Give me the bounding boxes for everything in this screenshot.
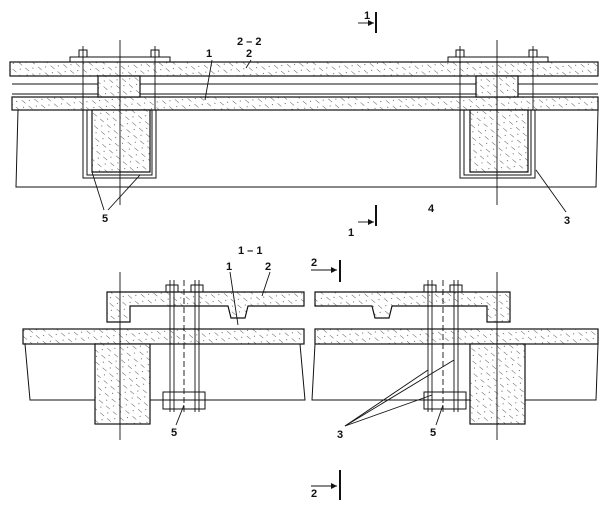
label-2: 2 <box>265 261 271 273</box>
label-4: 4 <box>428 203 435 215</box>
svg-text:1: 1 <box>348 227 354 239</box>
section-1-1: 1 – 1 1 2 3 5 5 2 2 <box>22 245 599 500</box>
svg-text:1: 1 <box>364 10 370 22</box>
label-5: 5 <box>102 213 108 225</box>
column-right <box>469 343 526 425</box>
lower-slab-left <box>22 328 305 345</box>
label-5: 5 <box>430 427 436 439</box>
rib-left <box>97 75 141 98</box>
bolts <box>78 46 538 110</box>
channel-right <box>469 109 529 173</box>
beam-outline <box>15 109 599 188</box>
column-left <box>94 343 151 425</box>
bolts <box>162 280 467 412</box>
cut-marker: 1 <box>348 205 377 239</box>
top-slab <box>9 61 599 77</box>
label-1: 1 <box>226 261 232 273</box>
label-2: 2 <box>246 48 252 60</box>
section-title: 2 – 2 <box>237 36 261 48</box>
cut-marker: 2 <box>311 257 341 282</box>
label-3: 3 <box>564 215 570 227</box>
upper-slab-right <box>314 291 511 323</box>
upper-slab-left <box>106 291 305 323</box>
section-2-2: 2 – 2 1 2 3 4 5 1 1 <box>9 10 599 239</box>
lower-slab <box>11 96 599 111</box>
lower-slab-right <box>314 328 599 345</box>
beam-outline <box>24 343 306 401</box>
label-5: 5 <box>171 427 177 439</box>
section-title: 1 – 1 <box>238 245 262 257</box>
cut-marker: 1 <box>358 10 377 33</box>
svg-text:2: 2 <box>311 488 317 500</box>
channel-left <box>91 109 151 173</box>
label-3: 3 <box>337 429 343 441</box>
svg-text:2: 2 <box>311 257 317 269</box>
cut-marker: 2 <box>311 470 341 500</box>
label-1: 1 <box>206 48 212 60</box>
